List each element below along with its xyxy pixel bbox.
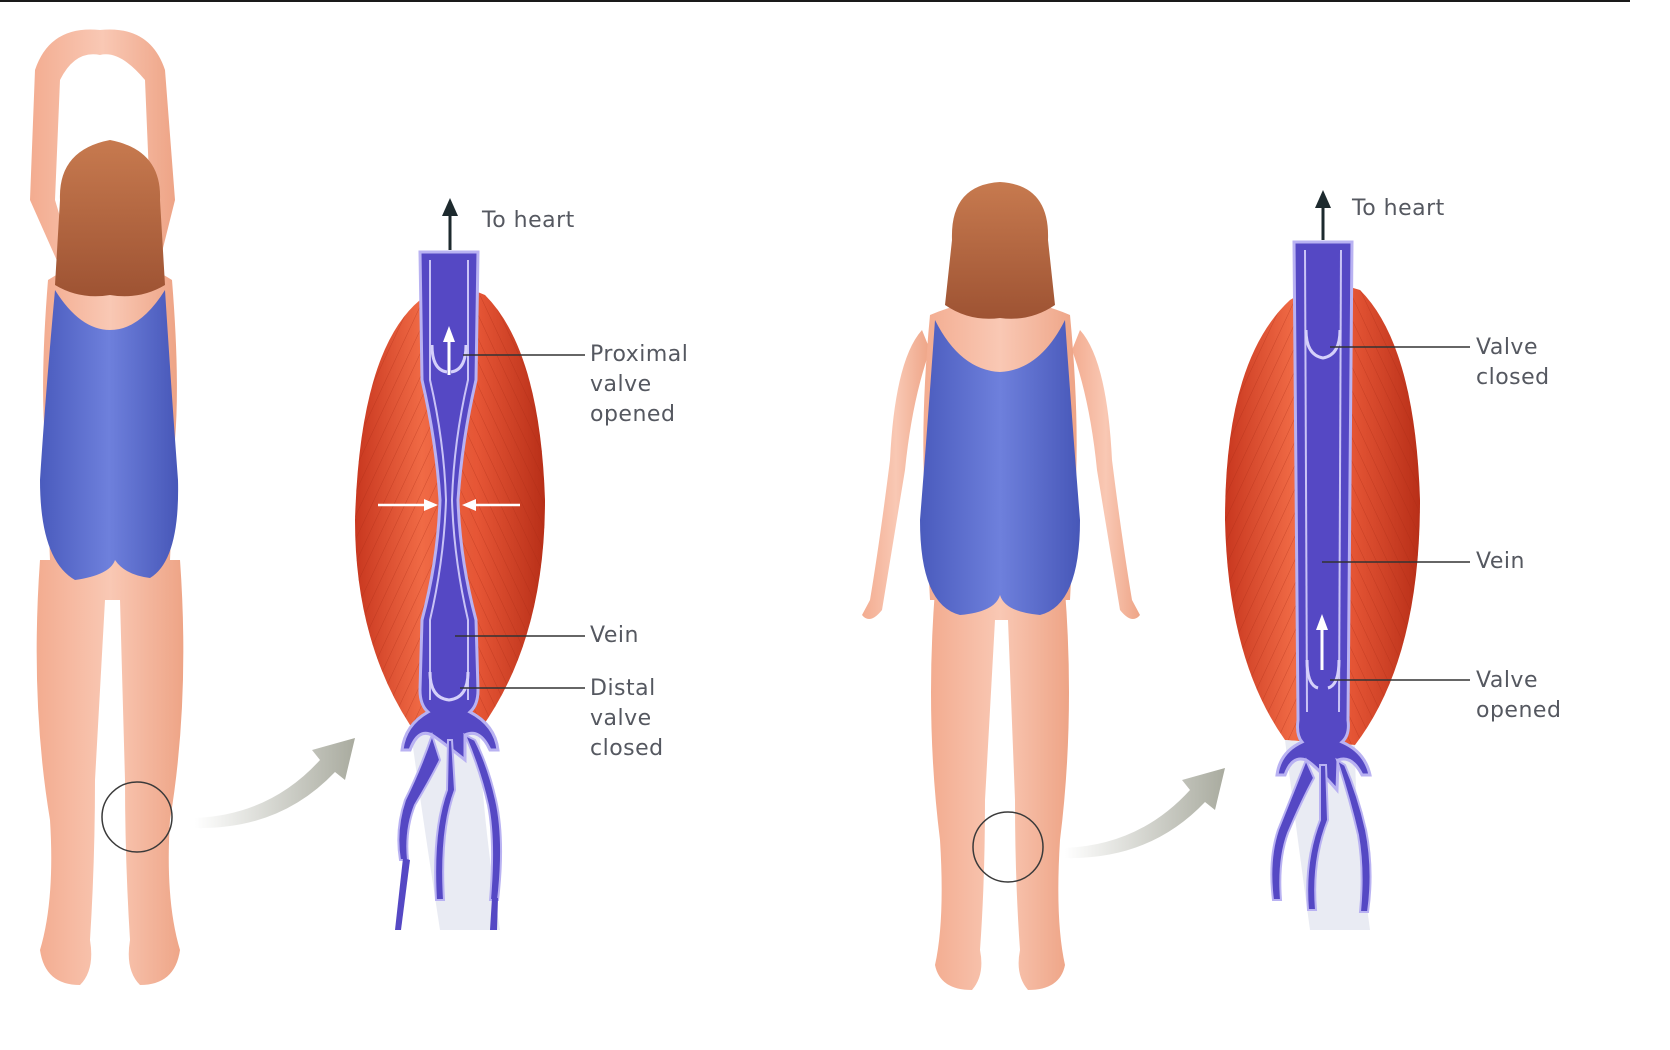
right-zoom-arrow xyxy=(1065,768,1225,858)
left-figure-swimsuit xyxy=(40,290,178,580)
right-bottom-valve-label: Valve opened xyxy=(1476,666,1561,726)
right-figure xyxy=(862,182,1140,990)
right-top-valve-label: Valve closed xyxy=(1476,333,1550,393)
left-zoom-arrow xyxy=(195,738,355,828)
right-figure-arms xyxy=(862,330,930,619)
right-muscle-diagram xyxy=(1225,190,1470,930)
right-figure-legs xyxy=(931,590,1069,990)
left-figure-hair xyxy=(55,140,165,296)
right-to-heart-label: To heart xyxy=(1352,194,1445,224)
right-figure-hair xyxy=(945,182,1055,319)
left-muscle-diagram xyxy=(355,198,585,930)
right-vein-label: Vein xyxy=(1476,547,1525,577)
left-proximal-valve-label: Proximal valve opened xyxy=(590,340,688,430)
left-figure xyxy=(30,30,183,986)
left-distal-valve-label: Distal valve closed xyxy=(590,674,664,764)
left-figure-legs xyxy=(37,560,184,985)
left-to-heart-label: To heart xyxy=(482,206,575,236)
left-vein-label: Vein xyxy=(590,621,639,651)
